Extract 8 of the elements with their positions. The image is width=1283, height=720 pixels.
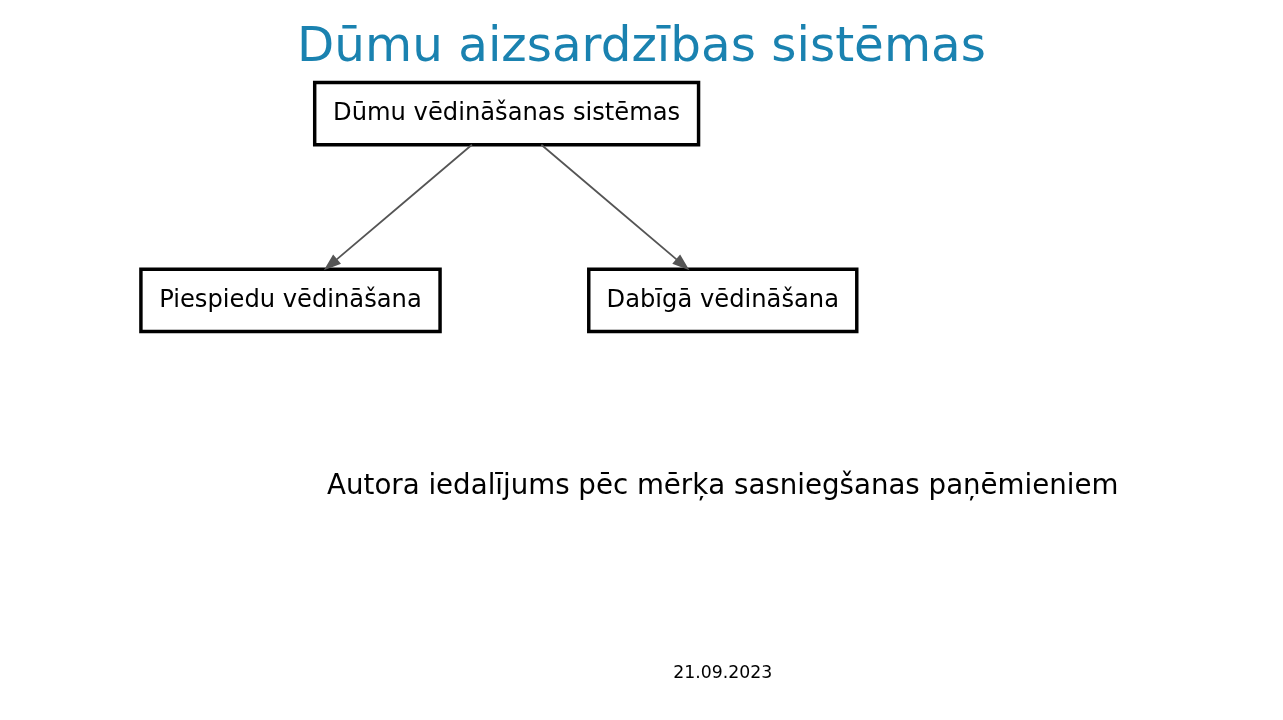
label: 21.09.2023 [673, 662, 773, 683]
node-box: Dūmu vēdināšanas sistēmas [312, 80, 701, 147]
arrow [540, 143, 690, 271]
label: Autora iedalījums pēc mērķa sasniegšanas paņēmieniem [327, 467, 1119, 501]
node-box: Piespiedu vēdināšana [139, 267, 442, 334]
diagram-title: Dūmu aizsardzības sistēmas [297, 15, 986, 72]
node-box: Dabīgā vēdināšana [587, 267, 859, 334]
arrow [323, 143, 473, 271]
